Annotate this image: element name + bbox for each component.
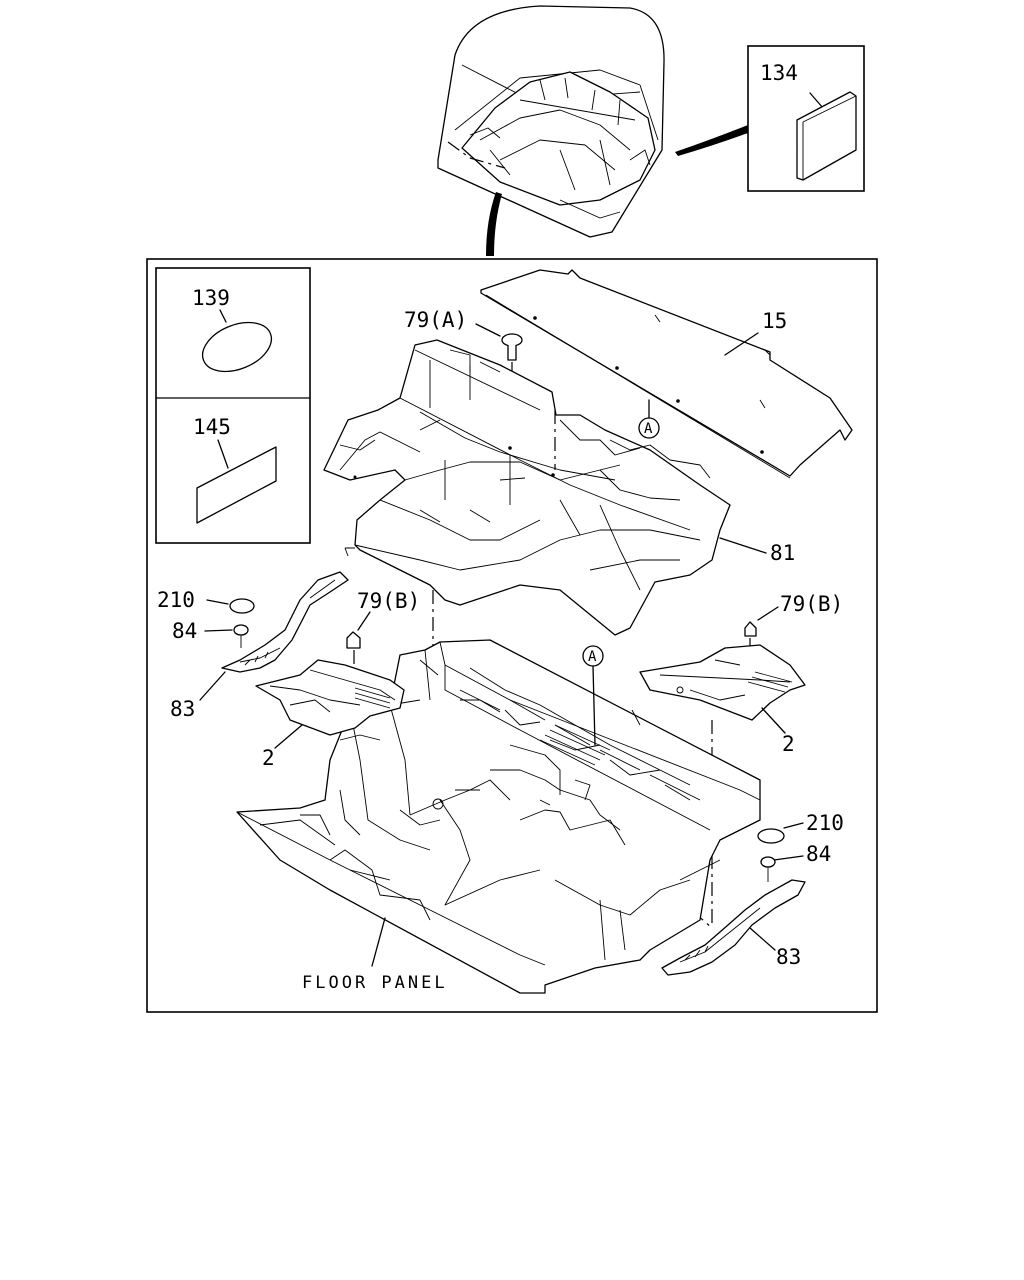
label-139: 139 bbox=[192, 286, 230, 310]
ref-a-upper: A bbox=[644, 421, 653, 437]
label-84-right: 84 bbox=[806, 842, 831, 866]
label-79b-left: 79(B) bbox=[357, 589, 420, 613]
label-floor-panel: FLOOR PANEL bbox=[302, 973, 448, 993]
label-210-right: 210 bbox=[806, 811, 844, 835]
part-15-panel: 15 A bbox=[480, 269, 853, 479]
right-side-parts: 79(B) 2 210 84 83 bbox=[639, 592, 844, 976]
left-side-parts: 210 84 83 79(B) 2 bbox=[157, 571, 420, 770]
label-2-left: 2 bbox=[262, 746, 275, 770]
leader-wedge-main bbox=[486, 192, 502, 256]
label-83-left: 83 bbox=[170, 697, 195, 721]
part-139-pad bbox=[201, 321, 273, 373]
ref-a-lower: A bbox=[588, 649, 597, 665]
label-210-left: 210 bbox=[157, 588, 195, 612]
label-2-right: 2 bbox=[782, 732, 795, 756]
cab-overview bbox=[437, 5, 665, 238]
label-79a: 79(A) bbox=[404, 308, 467, 332]
label-79b-right: 79(B) bbox=[780, 592, 843, 616]
leader-wedge-134 bbox=[675, 125, 748, 156]
label-15: 15 bbox=[762, 309, 787, 333]
part-81-cover: 81 bbox=[323, 339, 795, 636]
part-145-sheet bbox=[196, 446, 277, 524]
part-134-box: 134 bbox=[747, 45, 865, 192]
inset-box: 139 145 bbox=[155, 267, 311, 544]
label-84-left: 84 bbox=[172, 619, 197, 643]
label-81: 81 bbox=[770, 541, 795, 565]
floor-panel: FLOOR PANEL A bbox=[236, 639, 761, 994]
label-145: 145 bbox=[193, 415, 231, 439]
label-83-right: 83 bbox=[776, 945, 801, 969]
label-134: 134 bbox=[760, 61, 798, 85]
